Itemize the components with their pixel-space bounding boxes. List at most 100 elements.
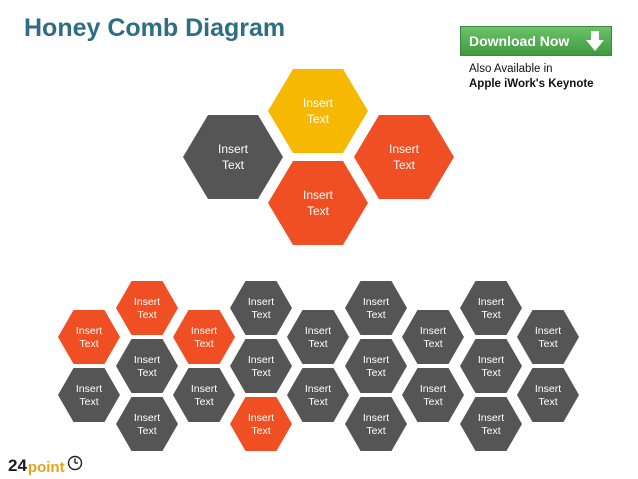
hexagon-label: Insert <box>134 354 160 366</box>
download-arrow-icon <box>585 30 605 55</box>
hexagon-label: Text <box>481 425 500 437</box>
hexagon-label: Text <box>137 425 156 437</box>
hexagon-label: Text <box>423 396 442 408</box>
hexagon-label: Text <box>79 396 98 408</box>
hexagon-label: Insert <box>420 325 446 337</box>
hexagon-shape <box>402 310 464 364</box>
hexagon-shape <box>116 339 178 393</box>
hexagon-label: Text <box>481 367 500 379</box>
hexagon-shape <box>268 69 368 153</box>
brand-word: point <box>27 459 65 476</box>
hexagon-label: Insert <box>248 354 274 366</box>
hexagon-label: Text <box>251 425 270 437</box>
hexagon-label: Text <box>366 367 385 379</box>
hexagon-label: Text <box>251 367 270 379</box>
brand-logo: 24 point <box>8 455 83 476</box>
hexagon-label: Insert <box>535 325 561 337</box>
hexagon-label: Insert <box>305 383 331 395</box>
hexagon-label: Text <box>137 367 156 379</box>
hexagon-label: Insert <box>303 96 334 110</box>
hexagon-label: Insert <box>363 412 389 424</box>
hexagon-shape <box>460 339 522 393</box>
hexagon-shape <box>345 339 407 393</box>
hexagon-label: Insert <box>420 383 446 395</box>
hexagon-label: Text <box>222 158 245 172</box>
hexagon-label: Insert <box>478 354 504 366</box>
availability-line: Also Available in <box>469 63 553 75</box>
download-now-button[interactable]: Download Now <box>460 26 612 56</box>
hexagon-label: Insert <box>218 142 249 156</box>
hexagon-label: Insert <box>303 188 334 202</box>
hexagon-shape <box>116 281 178 335</box>
hexagon-label: Insert <box>248 296 274 308</box>
hexagon-shape <box>345 397 407 451</box>
hexagon-label: Insert <box>389 142 420 156</box>
hexagon-label: Insert <box>76 325 102 337</box>
hexagon-label: Text <box>308 396 327 408</box>
hexagon-shape <box>460 397 522 451</box>
download-now-label: Download Now <box>469 33 570 49</box>
hexagon-label: Text <box>79 338 98 350</box>
hexagon-label: Insert <box>191 383 217 395</box>
hexagon-label: Text <box>393 158 416 172</box>
hexagon-label: Text <box>307 204 330 218</box>
hexagon-label: Insert <box>248 412 274 424</box>
hexagon-label: Text <box>366 425 385 437</box>
page-title: Honey Comb Diagram <box>24 14 286 42</box>
availability-note: Also Available in Apple iWork's Keynote <box>469 62 629 92</box>
hexagon-shape <box>354 115 454 199</box>
hexagon-label: Text <box>194 338 213 350</box>
hexagon-label: Text <box>481 309 500 321</box>
hexagon-label: Insert <box>191 325 217 337</box>
hexagon-label: Text <box>307 112 330 126</box>
hexagon-label: Insert <box>76 383 102 395</box>
clock-icon <box>67 455 83 476</box>
hexagon-label: Insert <box>134 412 160 424</box>
hexagon-shape <box>517 368 579 422</box>
hexagon-shape <box>230 339 292 393</box>
hexagon-label: Insert <box>363 354 389 366</box>
hexagon-label: Text <box>538 396 557 408</box>
hexagon-shape <box>230 281 292 335</box>
hexagon-label: Text <box>137 309 156 321</box>
hexagon-label: Insert <box>478 296 504 308</box>
hexagon-shape <box>173 310 235 364</box>
hexagon-label: Text <box>366 309 385 321</box>
hexagon-shape <box>287 368 349 422</box>
hexagon-shape <box>345 281 407 335</box>
hexagon-label: Text <box>423 338 442 350</box>
hexagon-shape <box>268 161 368 245</box>
hexagon-label: Text <box>194 396 213 408</box>
hexagon-shape <box>517 310 579 364</box>
hexagon-label: Insert <box>305 325 331 337</box>
hexagon-label: Text <box>538 338 557 350</box>
hexagon-shape <box>173 368 235 422</box>
hexagon-shape <box>230 397 292 451</box>
